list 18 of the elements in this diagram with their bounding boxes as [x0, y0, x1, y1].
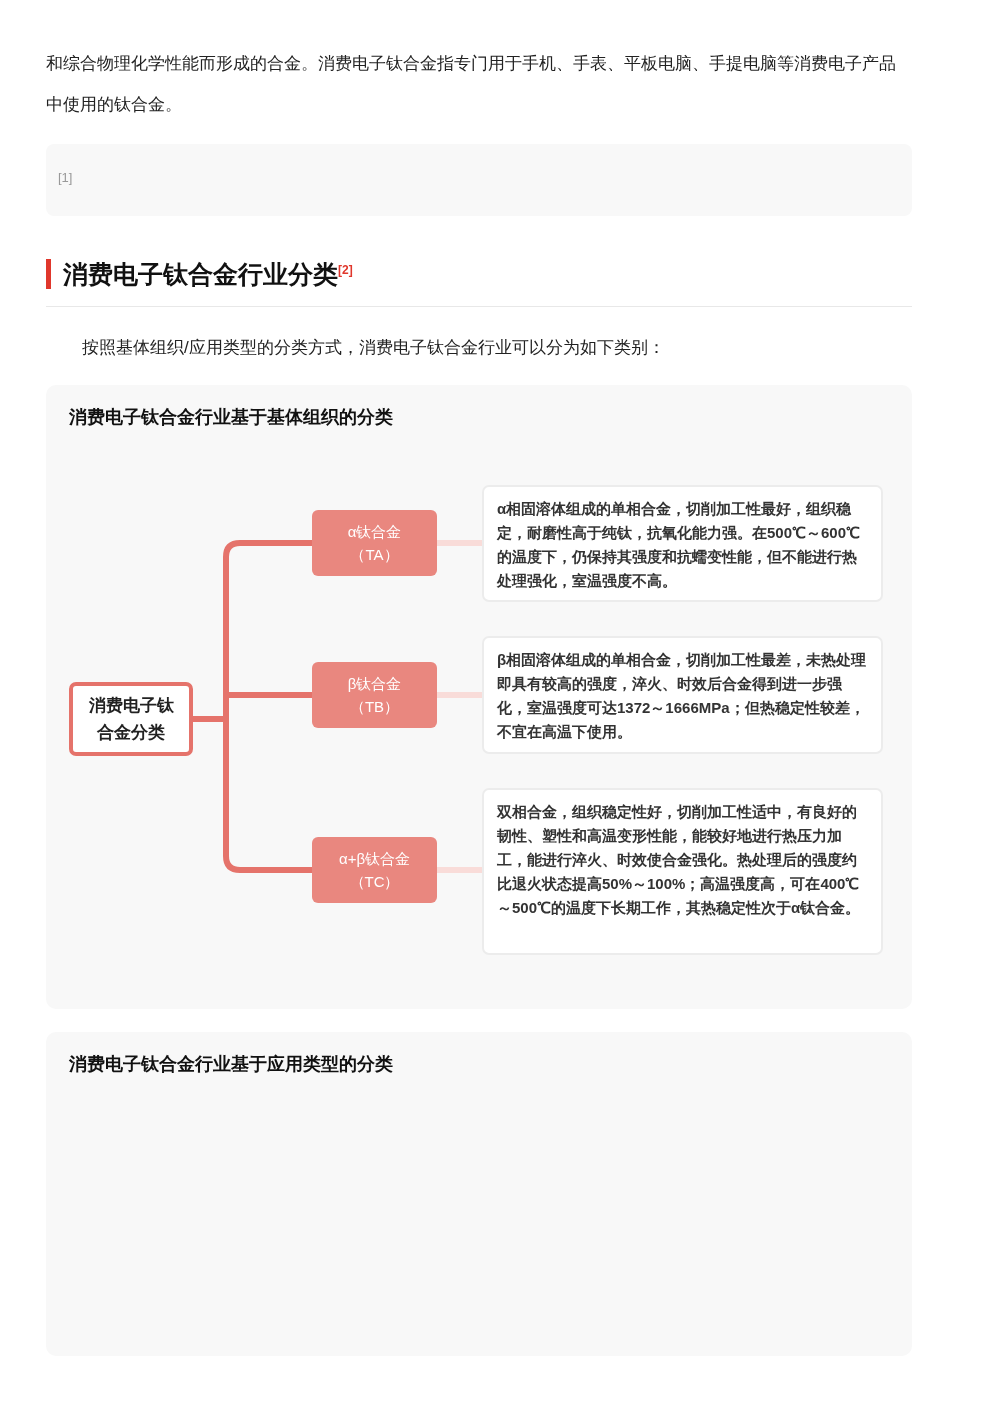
connector-line — [437, 867, 482, 873]
section-heading: 消费电子钛合金行业分类$^{[2]}$ — [63, 259, 353, 290]
category-box: α钛合金（TA） — [312, 510, 437, 576]
category-box: β钛合金（TB） — [312, 662, 437, 728]
body-paragraph: 按照基体组织/应用类型的分类方式，消费电子钛合金行业可以分为如下类别： — [82, 337, 666, 359]
panel-heading: 消费电子钛合金行业基于应用类型的分类 — [69, 1053, 393, 1076]
category-box: α+β钛合金（TC） — [312, 837, 437, 903]
description-card: β相固溶体组成的单相合金，切削加工性最差，未热处理即具有较高的强度，淬火、时效后合金得到进一步强化，室温强度可达1372～1666MPa；但热稳定性较差，不宜在高温下使用。 — [482, 636, 883, 754]
connector-line — [437, 540, 482, 546]
panel-heading: 消费电子钛合金行业基于基体组织的分类 — [69, 406, 393, 429]
description-card: α相固溶体组成的单相合金，切削加工性最好，组织稳定，耐磨性高于纯钛，抗氧化能力强。在500℃～600℃的温度下，仍保持其强度和抗蠕变性能，但不能进行热处理强化，室温强度不高。 — [482, 485, 883, 602]
root-box: 消费电子钛合金分类 — [69, 682, 193, 756]
description-card: 双相合金，组织稳定性好，切削加工性适中，有良好的韧性、塑性和高温变形性能，能较好地进行热压力加工，能进行淬火、时效使合金强化。热处理后的强度约比退火状态提高50%～100%；高温强度高，可在400℃～500℃的温度下长期工作，其热稳定性次于α钛合金。 — [482, 788, 883, 955]
connector-line — [437, 692, 482, 698]
category-panel — [46, 385, 912, 1009]
connector-line — [193, 716, 312, 873]
reference-number: [1] — [58, 170, 73, 185]
intro-paragraph: 和综合物理化学性能而形成的合金。消费电子钛合金指专门用于手机、手表、平板电脑、手提电脑等消费电子产品中使用的钛合金。 — [46, 53, 897, 116]
